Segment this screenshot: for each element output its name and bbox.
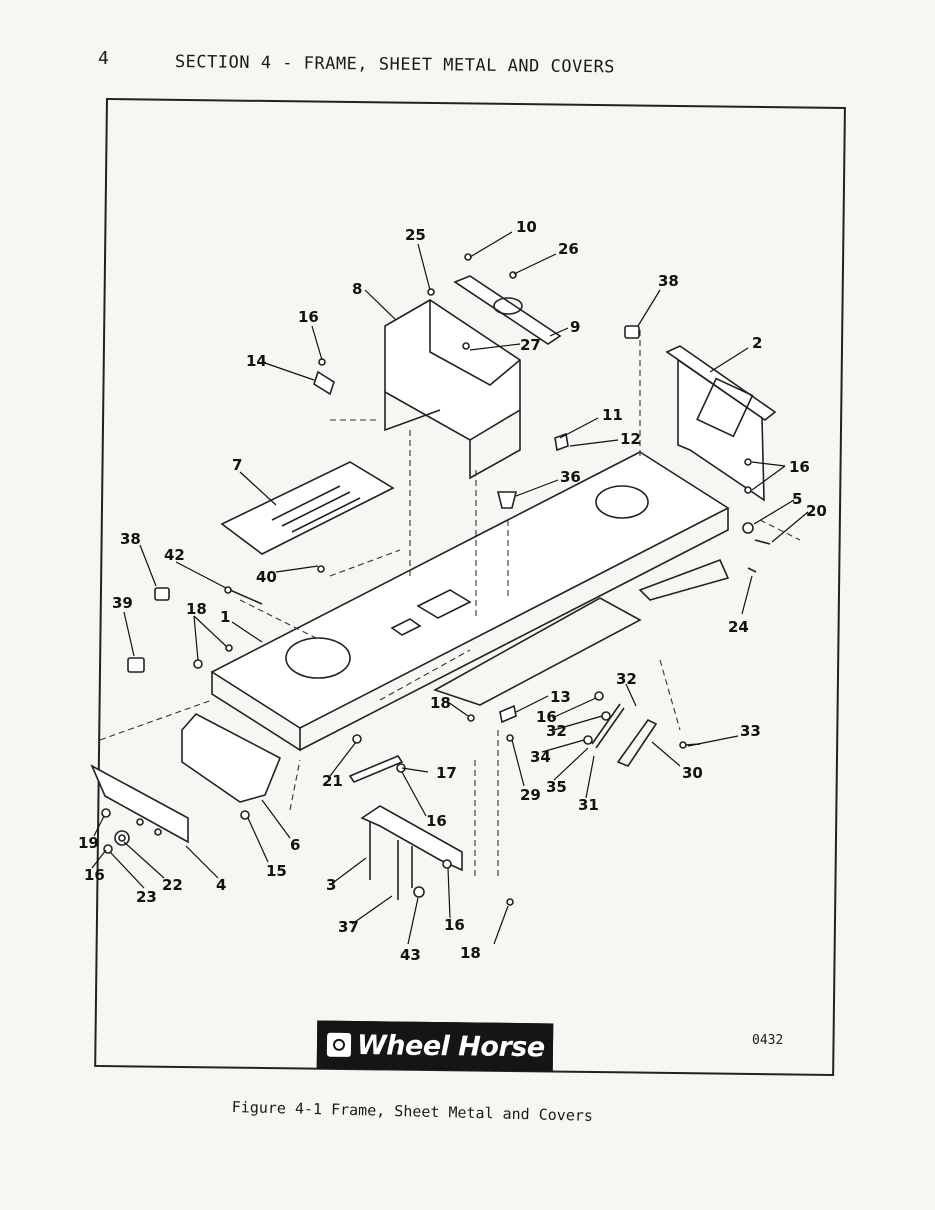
callout-label: 31 xyxy=(578,796,599,814)
callout-label: 40 xyxy=(256,568,277,586)
callout-label: 24 xyxy=(728,618,749,636)
callout-label: 16 xyxy=(426,812,447,830)
horse-emblem-icon xyxy=(326,1032,352,1057)
cover-plate xyxy=(220,461,395,555)
callout-label: 17 xyxy=(436,764,457,782)
wheel-horse-logo: Wheel Horse xyxy=(316,1020,554,1072)
callout-label: 16 xyxy=(536,708,557,726)
callout-label: 3 xyxy=(326,876,336,894)
callout-label: 6 xyxy=(290,836,300,854)
callout-label: 2 xyxy=(752,334,762,352)
main-frame xyxy=(210,451,730,752)
callout-label: 43 xyxy=(400,946,421,964)
callout-label: 32 xyxy=(616,670,637,688)
callout-label: 12 xyxy=(620,430,641,448)
page-number: 4 xyxy=(98,48,109,69)
callout-label: 4 xyxy=(216,876,226,894)
rear-hitch xyxy=(360,805,463,900)
callout-label: 36 xyxy=(560,468,581,486)
callout-label: 27 xyxy=(520,336,541,354)
front-bracket xyxy=(181,712,282,803)
console-part xyxy=(384,299,521,480)
callout-label: 20 xyxy=(806,502,827,520)
strap xyxy=(348,755,404,783)
callout-label: 8 xyxy=(352,280,362,298)
callout-label: 16 xyxy=(298,308,319,326)
callout-label: 25 xyxy=(405,226,426,244)
callout-label: 14 xyxy=(246,352,267,370)
callout-label: 13 xyxy=(550,688,571,706)
callout-label: 16 xyxy=(789,458,810,476)
callout-label: 18 xyxy=(460,944,481,962)
callout-label: 16 xyxy=(84,866,105,884)
callout-labels: 10 25 26 38 8 9 16 27 2 14 11 12 7 16 36… xyxy=(78,218,827,964)
callout-label: 16 xyxy=(444,916,465,934)
drawing-number: 0432 xyxy=(752,1033,784,1048)
callout-label: 39 xyxy=(112,594,133,612)
hardware-parts xyxy=(101,253,771,906)
callout-label: 5 xyxy=(792,490,802,508)
callout-label: 32 xyxy=(546,722,567,740)
callout-label: 18 xyxy=(186,600,207,618)
callout-label: 10 xyxy=(516,218,537,236)
bracket-part xyxy=(453,275,562,345)
callout-label: 30 xyxy=(682,764,703,782)
callout-label: 38 xyxy=(120,530,141,548)
callout-label: 9 xyxy=(570,318,580,336)
callout-label: 33 xyxy=(740,722,761,740)
side-panel xyxy=(665,345,777,502)
callout-label: 1 xyxy=(220,608,230,626)
callout-label: 23 xyxy=(136,888,157,906)
callout-label: 42 xyxy=(164,546,185,564)
leader-lines xyxy=(91,231,809,945)
callout-label: 15 xyxy=(266,862,287,880)
callout-label: 19 xyxy=(78,834,99,852)
callout-label: 21 xyxy=(322,772,343,790)
callout-label: 35 xyxy=(546,778,567,796)
callout-label: 37 xyxy=(338,918,359,936)
callout-label: 7 xyxy=(232,456,242,474)
callout-label: 38 xyxy=(658,272,679,290)
logo-text: Wheel Horse xyxy=(356,1029,545,1063)
lever-assembly xyxy=(591,703,658,767)
callout-label: 11 xyxy=(602,406,623,424)
hitch-bracket xyxy=(90,764,189,844)
callout-label: 29 xyxy=(520,786,541,804)
callout-label: 26 xyxy=(558,240,579,258)
callout-label: 22 xyxy=(162,876,183,894)
callout-label: 34 xyxy=(530,748,551,766)
alignment-lines xyxy=(99,330,801,880)
callout-label: 18 xyxy=(430,694,451,712)
